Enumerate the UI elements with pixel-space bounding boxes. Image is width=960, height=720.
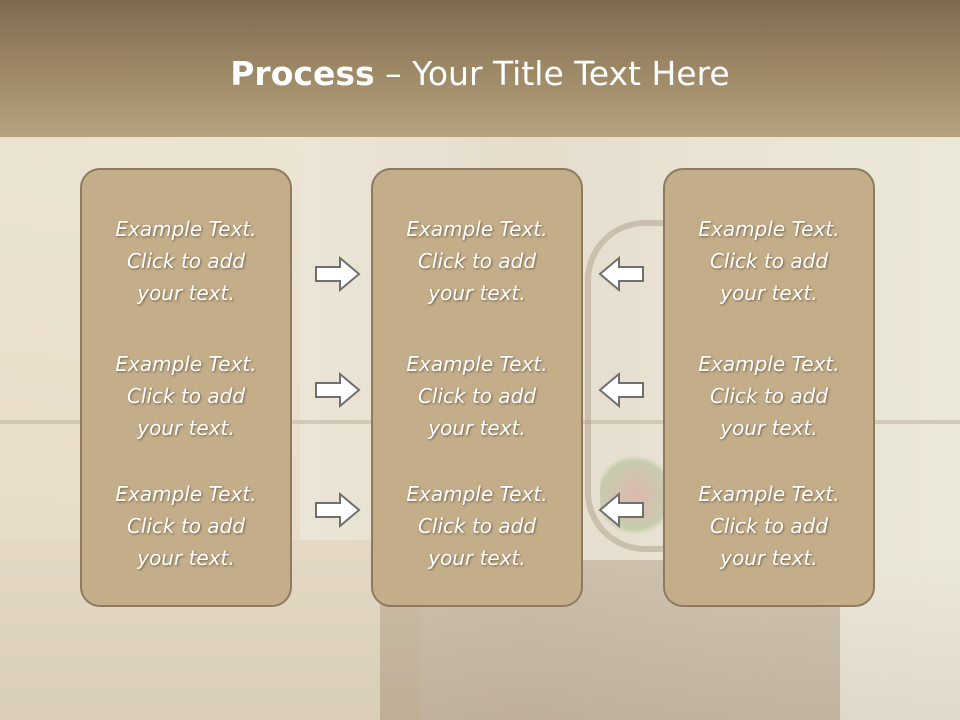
arrow-left-icon[interactable]: [597, 371, 645, 409]
process-box-right[interactable]: Example Text. Click to add your text. Ex…: [663, 168, 875, 607]
arrow-left-icon[interactable]: [597, 255, 645, 293]
text-line: Example Text.: [406, 352, 548, 376]
text-line: Click to add: [417, 249, 537, 273]
text-placeholder[interactable]: Example Text. Click to add your text.: [373, 213, 581, 309]
arrow-right-icon[interactable]: [314, 255, 362, 293]
slide-title[interactable]: Process – Your Title Text Here: [0, 52, 960, 96]
text-line: your text.: [720, 546, 818, 570]
arrow-right-icon[interactable]: [314, 491, 362, 529]
text-line: Example Text.: [115, 352, 257, 376]
text-line: Example Text.: [698, 482, 840, 506]
title-bold: Process: [230, 54, 375, 93]
text-placeholder[interactable]: Example Text. Click to add your text.: [665, 348, 873, 444]
text-line: Click to add: [709, 249, 829, 273]
text-line: your text.: [428, 281, 526, 305]
text-line: Example Text.: [115, 217, 257, 241]
text-line: Click to add: [126, 249, 246, 273]
text-placeholder[interactable]: Example Text. Click to add your text.: [665, 478, 873, 574]
text-line: Click to add: [417, 384, 537, 408]
text-line: your text.: [428, 546, 526, 570]
text-line: your text.: [137, 416, 235, 440]
text-line: Example Text.: [115, 482, 257, 506]
process-box-center[interactable]: Example Text. Click to add your text. Ex…: [371, 168, 583, 607]
text-line: Click to add: [709, 384, 829, 408]
text-line: Click to add: [709, 514, 829, 538]
arrow-right-icon[interactable]: [314, 371, 362, 409]
text-line: Example Text.: [406, 482, 548, 506]
text-placeholder[interactable]: Example Text. Click to add your text.: [82, 213, 290, 309]
text-line: your text.: [720, 416, 818, 440]
background-flowers: [600, 450, 670, 540]
arrow-left-icon[interactable]: [597, 491, 645, 529]
text-line: Click to add: [417, 514, 537, 538]
title-rest: – Your Title Text Here: [374, 54, 730, 93]
text-placeholder[interactable]: Example Text. Click to add your text.: [82, 348, 290, 444]
text-placeholder[interactable]: Example Text. Click to add your text.: [373, 478, 581, 574]
text-placeholder[interactable]: Example Text. Click to add your text.: [665, 213, 873, 309]
text-line: your text.: [720, 281, 818, 305]
process-box-left[interactable]: Example Text. Click to add your text. Ex…: [80, 168, 292, 607]
text-line: Example Text.: [698, 217, 840, 241]
text-line: Click to add: [126, 514, 246, 538]
text-line: your text.: [137, 281, 235, 305]
text-line: Example Text.: [698, 352, 840, 376]
text-line: your text.: [137, 546, 235, 570]
title-bar: Process – Your Title Text Here: [0, 0, 960, 137]
text-line: your text.: [428, 416, 526, 440]
text-line: Example Text.: [406, 217, 548, 241]
text-placeholder[interactable]: Example Text. Click to add your text.: [373, 348, 581, 444]
text-line: Click to add: [126, 384, 246, 408]
text-placeholder[interactable]: Example Text. Click to add your text.: [82, 478, 290, 574]
